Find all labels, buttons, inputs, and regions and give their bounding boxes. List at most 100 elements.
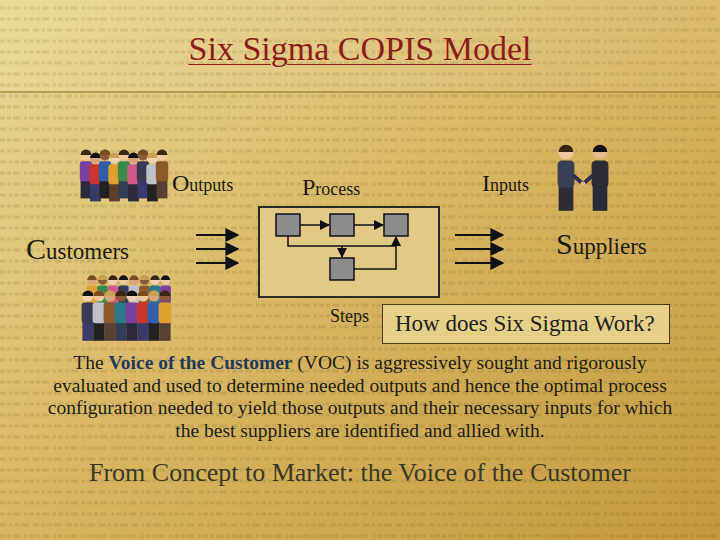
person-hair [137, 290, 148, 296]
person-figure [115, 290, 128, 340]
person-head [87, 275, 96, 284]
person-head [81, 150, 92, 161]
step-box [276, 214, 300, 236]
person-hair [93, 290, 104, 296]
person-legs [159, 322, 170, 341]
person-body [137, 302, 150, 323]
person-hair [115, 290, 126, 296]
paragraph-text: The [73, 352, 103, 373]
person-body [592, 160, 609, 187]
person-hair [109, 153, 120, 158]
step-link [354, 224, 383, 226]
person-hair [82, 290, 93, 296]
output-arrow [196, 262, 238, 264]
person-head [115, 290, 126, 301]
person-figure [82, 290, 95, 340]
person-hair [126, 290, 137, 296]
person-legs [126, 322, 137, 341]
texture-stripe [0, 139, 720, 142]
step-box [384, 214, 408, 236]
process-fill [258, 206, 440, 298]
process-heading: Process [302, 174, 360, 201]
step-link [288, 236, 396, 246]
person-head [119, 150, 130, 161]
process-illustration [258, 206, 440, 298]
slide-caption: From Concept to Market: the Voice of the… [0, 458, 720, 488]
title-band [0, 0, 720, 92]
person-head [128, 153, 139, 164]
person-head [82, 290, 93, 301]
person-legs [128, 183, 139, 202]
person-hair [150, 275, 159, 280]
person-head [129, 275, 138, 284]
person-hair [157, 150, 168, 155]
person-hair [81, 150, 92, 155]
customers-illustration [80, 150, 168, 202]
suppliers-label: Suppliers [556, 227, 647, 261]
input-arrow [455, 234, 503, 236]
person-body [159, 302, 172, 323]
title-rule [0, 91, 720, 93]
step-link [341, 246, 343, 257]
person-figure [126, 290, 139, 340]
person-body [82, 302, 95, 323]
person-legs [90, 183, 101, 202]
person-body [93, 302, 106, 323]
person-head [104, 290, 115, 301]
description-paragraph: TheVoice of the Customer(VOC) is aggress… [35, 352, 685, 442]
person-head [147, 153, 158, 164]
person-head [109, 153, 120, 164]
person-figure [159, 290, 172, 340]
step-box [330, 258, 354, 280]
person-hair [98, 275, 107, 280]
person-hair [129, 275, 138, 280]
person-head [161, 275, 170, 284]
person-body [126, 302, 139, 323]
person-hair [559, 145, 574, 152]
person-head [108, 275, 117, 284]
texture-stripe [0, 447, 720, 450]
person-body [148, 302, 161, 323]
person-figure [148, 290, 161, 340]
person-hair [119, 275, 128, 280]
person-legs [559, 186, 574, 211]
question-text: How does Six Sigma Work? [395, 310, 657, 338]
person-hair [90, 153, 101, 158]
person-figure [592, 145, 609, 211]
inputs-label: Inputs [482, 170, 529, 197]
suppliers-illustration [558, 145, 609, 211]
texture-stripe [0, 491, 720, 494]
output-arrow [196, 234, 238, 236]
step-link [354, 246, 396, 269]
person-hair [100, 150, 111, 155]
person-hair [108, 275, 117, 280]
person-head [150, 275, 159, 284]
person-body [160, 285, 171, 303]
texture-stripe [0, 128, 720, 131]
handshake-hands [581, 182, 586, 187]
texture-stripe [0, 513, 720, 516]
person-head [559, 145, 574, 160]
person-head [157, 150, 168, 161]
customers-crowd-illustration [82, 275, 172, 341]
person-body [558, 160, 575, 187]
person-hair [128, 153, 139, 158]
texture-stripe [0, 535, 720, 538]
person-head [138, 150, 149, 161]
input-arrow [455, 248, 503, 250]
person-legs [137, 322, 148, 341]
texture-stripe [0, 117, 720, 120]
person-legs [104, 322, 115, 341]
person-head [98, 275, 107, 284]
person-head [148, 290, 159, 301]
person-body [104, 302, 117, 323]
person-figure [558, 145, 575, 211]
person-body [115, 302, 128, 323]
person-figure [156, 150, 168, 199]
person-head [90, 153, 101, 164]
person-body [156, 161, 168, 181]
person-legs [93, 322, 104, 341]
person-head [137, 290, 148, 301]
